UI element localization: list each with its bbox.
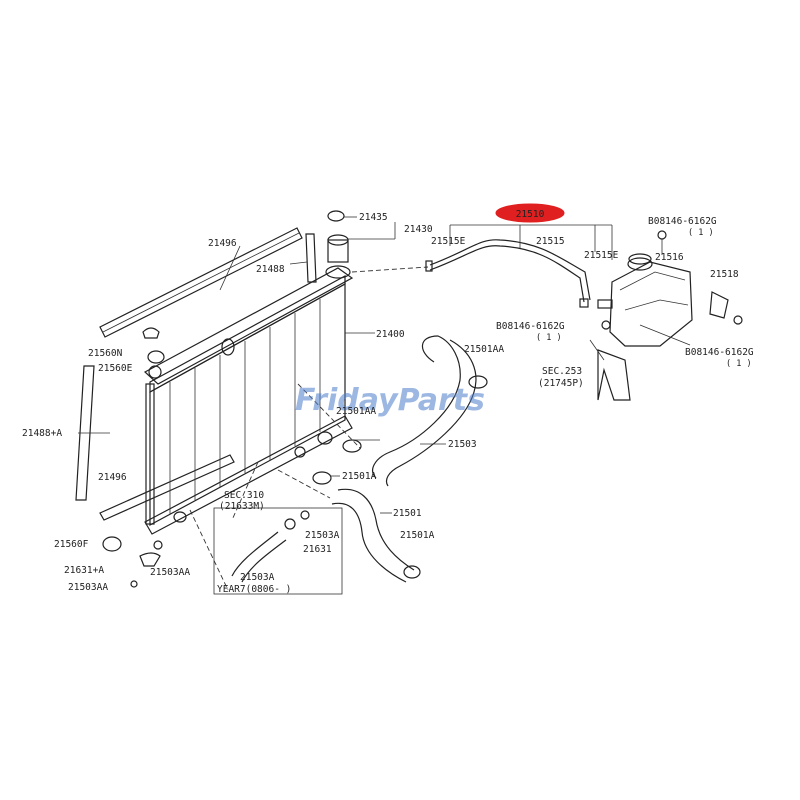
svg-text:FridayParts: FridayParts bbox=[295, 383, 485, 418]
clamp-21501a-bottom bbox=[403, 565, 421, 579]
mount-21560n bbox=[142, 327, 160, 339]
label-21501[interactable]: 21501 bbox=[393, 508, 422, 519]
label-21488[interactable]: 21488 bbox=[256, 264, 285, 275]
inset-box bbox=[213, 507, 343, 595]
label-21518[interactable]: 21518 bbox=[710, 269, 739, 280]
label-bolt-top-qty: ( 1 ) bbox=[688, 228, 714, 238]
part-labels: 21435 21430 21496 21488 21515E 21515 215… bbox=[22, 212, 754, 595]
bolt-top bbox=[657, 230, 667, 255]
label-bolt-mid[interactable]: B08146-6162G bbox=[496, 321, 565, 332]
label-21501aa-top[interactable]: 21501AA bbox=[464, 344, 504, 355]
label-21515[interactable]: 21515 bbox=[536, 236, 565, 247]
seal-strip-21488a bbox=[75, 365, 95, 501]
label-21516[interactable]: 21516 bbox=[655, 252, 684, 263]
label-21503[interactable]: 21503 bbox=[448, 439, 477, 450]
label-21435[interactable]: 21435 bbox=[359, 212, 388, 223]
watermark-friday: Friday bbox=[295, 383, 399, 418]
label-21515e-right[interactable]: 21515E bbox=[584, 250, 619, 261]
seal-strip-21496-top bbox=[99, 227, 303, 338]
leader-lines bbox=[78, 216, 691, 514]
clip-21515e-right bbox=[579, 298, 589, 308]
label-21496-bottom[interactable]: 21496 bbox=[98, 472, 127, 483]
bolt-mid bbox=[601, 320, 611, 330]
reservoir-tank bbox=[597, 257, 693, 401]
label-21496-top[interactable]: 21496 bbox=[208, 238, 237, 249]
drain-cock-21631a bbox=[139, 540, 163, 567]
highlight-21510[interactable]: 21510 bbox=[495, 203, 565, 223]
radiator-core-21400 bbox=[143, 234, 354, 535]
seal-strip-21488 bbox=[305, 233, 317, 283]
label-21488a[interactable]: 21488+A bbox=[22, 428, 62, 439]
reservoir-cap-21516 bbox=[628, 253, 652, 265]
clamp-21501aa-top bbox=[468, 375, 488, 389]
label-21560f[interactable]: 21560F bbox=[54, 539, 89, 550]
label-21560n[interactable]: 21560N bbox=[88, 348, 123, 359]
upper-hose-21503 bbox=[372, 335, 477, 487]
label-sec253[interactable]: SEC.253 bbox=[542, 366, 582, 377]
label-21560e[interactable]: 21560E bbox=[98, 363, 133, 374]
reservoir-hose-21515 bbox=[429, 239, 591, 303]
lower-hose-21501 bbox=[331, 488, 415, 583]
clamp-21501a-mid bbox=[312, 471, 332, 485]
label-21503aa-left[interactable]: 21503AA bbox=[68, 582, 108, 593]
label-sec253-ref: (21745P) bbox=[538, 378, 584, 389]
bracket-21518 bbox=[709, 291, 743, 325]
label-sec310-ref: (21633M) bbox=[219, 501, 265, 512]
drain-seal-21503aa bbox=[130, 580, 138, 588]
clamp-21501aa-mid bbox=[342, 439, 362, 453]
label-sec310[interactable]: SEC.310 bbox=[224, 490, 264, 501]
mount-21560f bbox=[102, 536, 122, 552]
label-21631[interactable]: 21631 bbox=[303, 544, 332, 555]
watermark-logo: FridayParts bbox=[295, 383, 485, 418]
label-21501aa-mid[interactable]: 21501AA bbox=[336, 406, 376, 417]
label-inset-year: YEAR7(0806- ) bbox=[217, 584, 291, 595]
label-21515e-left[interactable]: 21515E bbox=[431, 236, 466, 247]
label-21501a-mid[interactable]: 21501A bbox=[342, 471, 377, 482]
label-21631a[interactable]: 21631+A bbox=[64, 565, 104, 576]
clip-21515e-left bbox=[425, 260, 433, 272]
label-21503a-inset[interactable]: 21503A bbox=[240, 572, 275, 583]
radiator-cap-21435 bbox=[327, 210, 345, 222]
label-21400[interactable]: 21400 bbox=[376, 329, 405, 340]
label-21430[interactable]: 21430 bbox=[404, 224, 433, 235]
seal-strip-21496-bottom bbox=[99, 454, 235, 521]
part-label-21510[interactable]: 21510 bbox=[516, 209, 545, 220]
label-21503aa-right[interactable]: 21503AA bbox=[150, 567, 190, 578]
label-bolt-mid-qty: ( 1 ) bbox=[536, 333, 562, 343]
label-21501a-bottom[interactable]: 21501A bbox=[400, 530, 435, 541]
label-bolt-top[interactable]: B08146-6162G bbox=[648, 216, 717, 227]
watermark-parts: Parts bbox=[398, 383, 485, 418]
label-bolt-right[interactable]: B08146-6162G bbox=[685, 347, 754, 358]
label-21503a-right[interactable]: 21503A bbox=[305, 530, 340, 541]
mount-21560e bbox=[147, 350, 165, 364]
label-bolt-right-qty: ( 1 ) bbox=[726, 359, 752, 369]
